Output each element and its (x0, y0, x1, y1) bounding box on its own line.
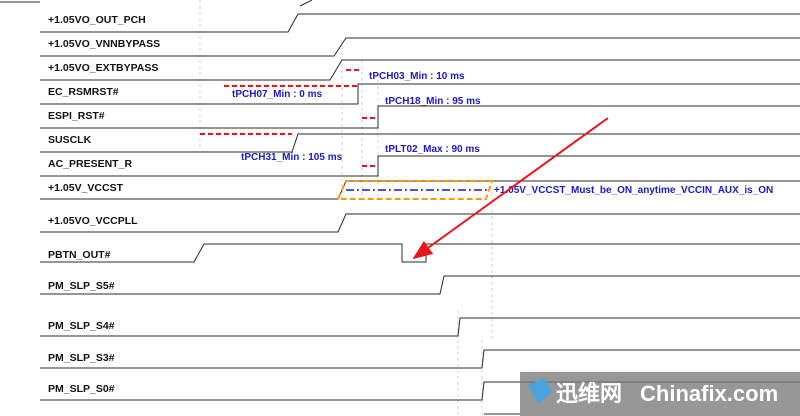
annotation-vccst-note: +1.05V_VCCST_Must_be_ON_anytime_VCCIN_AU… (494, 185, 773, 196)
annotation-tpch31: tPCH31_Min : 105 ms (241, 152, 343, 163)
signal-label-v-vccst: +1.05V_VCCST (48, 182, 124, 194)
waveform-pm-slp-s5 (40, 275, 800, 295)
watermark-background (520, 372, 800, 416)
waveform-vo-extbypass (40, 59, 800, 81)
waveform-susclk (40, 133, 800, 153)
signal-label-vo-vccpll: +1.05VO_VCCPLL (48, 215, 138, 227)
signal-label-pm-slp-s5: PM_SLP_S5# (48, 280, 115, 292)
annotation-tplt02: tPLT02_Max : 90 ms (385, 144, 480, 155)
waveform-espi-rst (40, 105, 800, 129)
annotation-tpch07: tPCH07_Min : 0 ms (232, 89, 322, 100)
pointer-arrow (412, 117, 609, 260)
signal-label-ac-present: AC_PRESENT_R (48, 158, 132, 170)
waveform-pm-slp-s3 (40, 349, 800, 369)
annotation-tpch18: tPCH18_Min : 95 ms (385, 96, 481, 107)
waveform-vo-vnnbypass (40, 37, 800, 57)
watermark-en-text: Chinafix.com (640, 381, 778, 406)
vccst-highlight-box (336, 180, 494, 200)
top-cut-wave (299, 0, 313, 7)
signal-label-pm-slp-s4: PM_SLP_S4# (48, 320, 115, 332)
signal-label-susclk: SUSCLK (48, 134, 92, 146)
signal-label-pbtn-out: PBTN_OUT# (48, 249, 111, 261)
watermark-cn-text: 迅维网 (556, 381, 622, 406)
watermark-logo-icon (528, 378, 552, 404)
signal-label-espi-rst: ESPI_RST# (48, 110, 105, 122)
watermark: 迅维网 Chinafix.com (520, 372, 800, 416)
waveform-ac-present (40, 155, 800, 177)
signal-label-ec-rsmrst: EC_RSMRST# (48, 86, 119, 98)
waveform-vo-vccpll (40, 213, 800, 233)
signal-label-vo-vnnbypass: +1.05VO_VNNBYPASS (48, 38, 160, 50)
waveform-pm-slp-s4 (40, 317, 800, 337)
waveform-vo-out-pch (40, 13, 800, 33)
annotation-tpch03: tPCH03_Min : 10 ms (369, 71, 465, 82)
signal-label-pm-slp-s3: PM_SLP_S3# (48, 352, 115, 364)
signal-label-vo-extbypass: +1.05VO_EXTBYPASS (48, 62, 158, 74)
signal-label-vo-out-pch: +1.05VO_OUT_PCH (48, 14, 146, 26)
signal-label-pm-slp-s0: PM_SLP_S0# (48, 383, 115, 395)
waveform-ec-rsmrst (40, 83, 800, 105)
